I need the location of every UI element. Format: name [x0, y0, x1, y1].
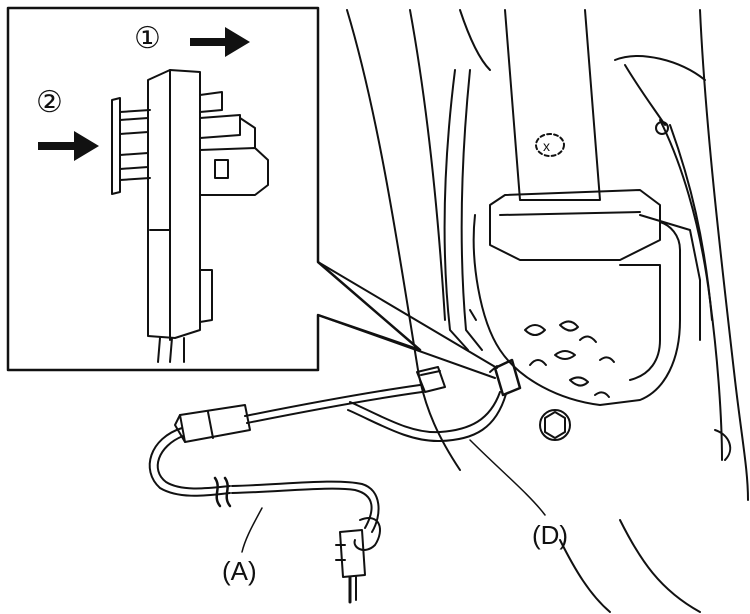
- routing-harness: [443, 69, 483, 351]
- step-marker-2: ②: [36, 85, 63, 120]
- mounting-bolt: [539, 409, 571, 441]
- retractor-assembly: [472, 189, 701, 406]
- test-harness-a: [148, 366, 507, 604]
- pillar-trim: [614, 55, 732, 461]
- webbing-clip-mark: [535, 133, 565, 157]
- arrow-pull-right: [190, 27, 250, 57]
- step-marker-1: ①: [134, 21, 161, 56]
- seat-belt-webbing: [459, 9, 601, 201]
- detail-connector: [111, 69, 269, 363]
- detail-inset: [6, 6, 498, 379]
- body-panel-lines: [346, 9, 749, 613]
- callout-leaders: [241, 439, 546, 553]
- clip-x-mark: x: [543, 138, 550, 154]
- callout-d-label: (D): [532, 520, 569, 550]
- callout-a-label: (A): [222, 556, 257, 586]
- arrow-press-right: [38, 131, 99, 161]
